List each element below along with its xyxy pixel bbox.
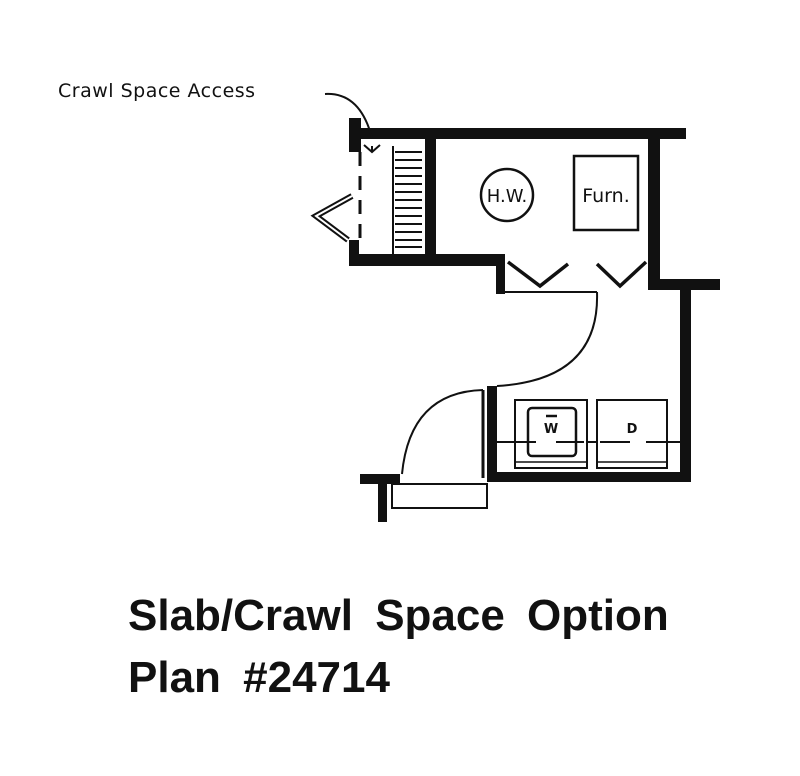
caption-title: Slab/Crawl Space Option — [128, 591, 669, 640]
water-heater-symbol: H.W. — [479, 167, 535, 223]
caption-plan-number: Plan #24714 — [128, 653, 390, 702]
walls — [349, 118, 720, 522]
furnace-symbol: Furn. — [572, 154, 640, 232]
dryer-symbol: D — [596, 399, 668, 469]
washer-symbol: W — [514, 399, 588, 469]
crawl-space-access-label: Crawl Space Access — [58, 80, 256, 102]
washer-label: W — [544, 422, 558, 437]
water-heater-label: H.W. — [487, 186, 527, 207]
furnace-label: Furn. — [582, 185, 630, 207]
dryer-label: D — [627, 422, 638, 437]
